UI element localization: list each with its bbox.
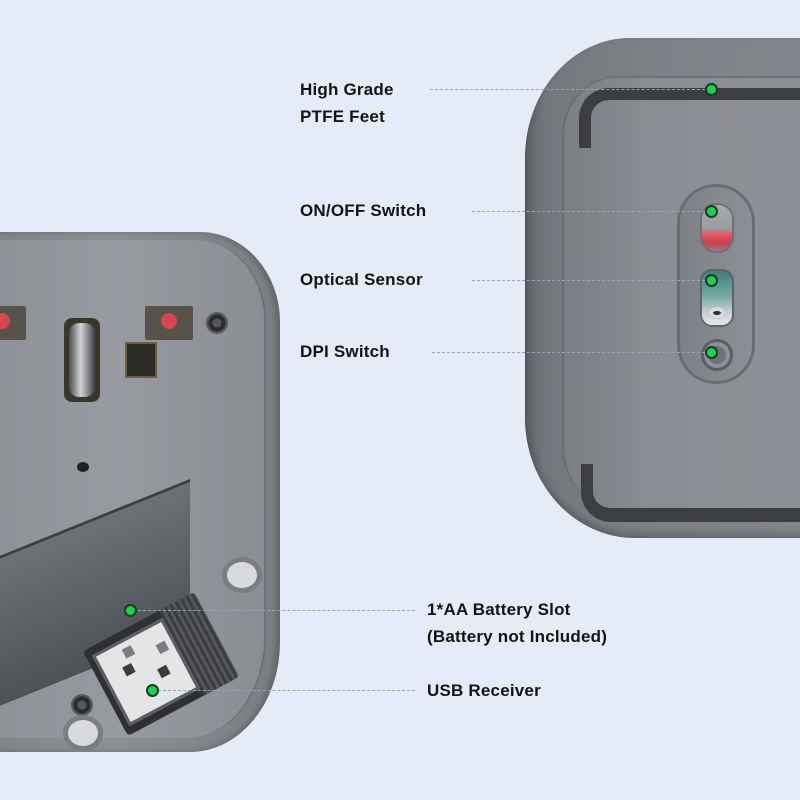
callout-dot-usb (148, 686, 157, 695)
right-button-switch (145, 306, 193, 340)
label-line: ON/OFF Switch (300, 201, 427, 220)
callout-line-onoff (472, 211, 710, 212)
left-button-switch (0, 306, 26, 340)
ptfe-foot-bottom (581, 464, 800, 522)
foot-pad (68, 720, 98, 746)
callout-dot-onoff (707, 207, 716, 216)
label-line: (Battery not Included) (427, 627, 608, 646)
label-line: DPI Switch (300, 342, 390, 361)
callout-line-optical (472, 280, 710, 281)
screw-icon (206, 312, 228, 334)
wheel-encoder (125, 342, 157, 378)
callout-dot-dpi (707, 348, 716, 357)
dpi-switch (701, 339, 733, 371)
label-optical-sensor: Optical Sensor (300, 266, 423, 293)
label-line: 1*AA Battery Slot (427, 600, 571, 619)
label-usb-receiver: USB Receiver (427, 677, 541, 704)
callout-line-dpi (432, 352, 710, 353)
callout-dot-ptfe (707, 85, 716, 94)
sensor-housing (677, 184, 755, 384)
label-battery-slot: 1*AA Battery Slot (Battery not Included) (427, 596, 607, 650)
label-line: USB Receiver (427, 681, 541, 700)
ptfe-foot-top (579, 88, 800, 148)
mouse-opened-view (0, 232, 280, 752)
label-onoff-switch: ON/OFF Switch (300, 197, 426, 224)
scroll-wheel (64, 318, 100, 402)
screw-icon (71, 694, 93, 716)
foot-pad (227, 562, 257, 588)
mouse-underside-view (525, 38, 800, 538)
sensor-lens (709, 307, 725, 319)
optical-sensor (700, 269, 734, 327)
label-line: High Grade (300, 80, 394, 99)
label-line: PTFE Feet (300, 107, 385, 126)
label-line: Optical Sensor (300, 270, 423, 289)
label-ptfe-feet: High Grade PTFE Feet (300, 76, 394, 130)
callout-dot-optical (707, 276, 716, 285)
mouse-bottom-shell (0, 240, 266, 746)
reset-hole (77, 462, 89, 472)
callout-dot-battery (126, 606, 135, 615)
callout-line-ptfe (430, 89, 710, 90)
callout-line-usb (153, 690, 415, 691)
callout-line-battery (133, 610, 415, 611)
label-dpi-switch: DPI Switch (300, 338, 390, 365)
